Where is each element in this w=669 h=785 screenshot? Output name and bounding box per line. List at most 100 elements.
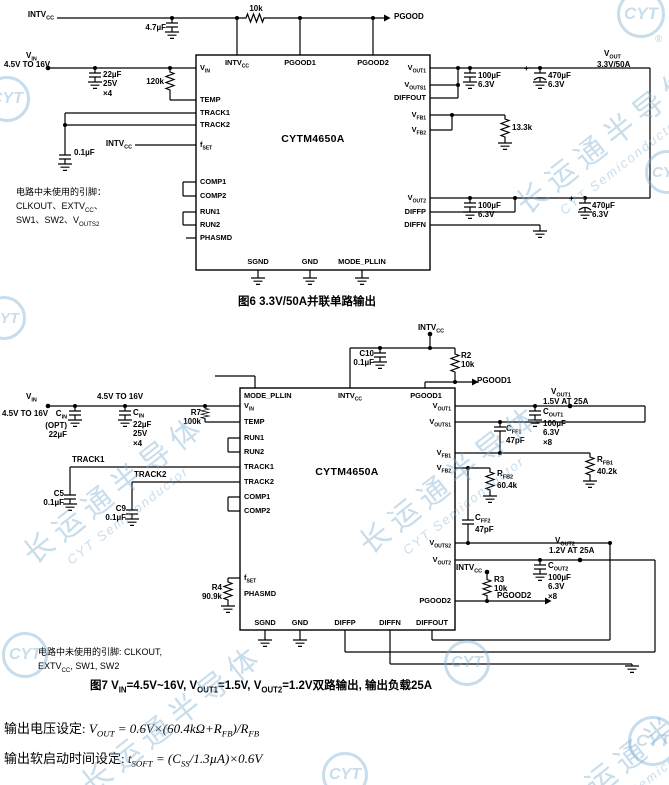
resistor-symbol — [500, 114, 510, 144]
resistor-symbol — [241, 13, 271, 23]
pin-vout1: VOUT1 — [407, 63, 426, 75]
pin-pgood2: PGOOD2 — [357, 58, 389, 67]
vout2-terminal-label: VOUT2 — [555, 536, 575, 548]
figure7-caption: 图7 VIN=4.5V~16V, VOUT1=1.5V, VOUT2=1.2V双… — [90, 680, 433, 695]
pin-pgood1: PGOOD1 — [410, 391, 442, 400]
pin-track1: TRACK1 — [244, 462, 274, 471]
pin-vout2: VOUT2 — [407, 193, 426, 205]
pin-vouts2: VOUTS2 — [429, 538, 451, 550]
resistor-symbol — [585, 452, 595, 482]
fig7-junction-dots — [45, 331, 612, 603]
vin-terminal-label: VIN — [26, 392, 37, 404]
vout-rating-label: 3.3V/50A — [597, 60, 631, 69]
vout-setting-formula: 输出电压设定: VOUT = 0.6V×(60.4kΩ+RFB)/RFB — [4, 718, 259, 739]
polarized-capacitor-symbol — [578, 197, 592, 213]
vout1-rating-label: 1.5V AT 25A — [543, 397, 589, 406]
pgood-terminal-label: PGOOD — [394, 12, 424, 21]
capacitor-symbol — [125, 504, 139, 520]
pin-fset: fSET — [200, 140, 213, 152]
pgood1-terminal-label: PGOOD1 — [477, 376, 512, 385]
pin-diffn: DIFFN — [379, 618, 401, 627]
intvcc-terminal-label: INTVCC — [417, 323, 445, 335]
figure6-caption: 图6 3.3V/50A并联单路输出 — [238, 296, 377, 308]
fig7-ic-body — [239, 387, 456, 631]
pin-comp2: COMP2 — [244, 506, 271, 515]
pin-track2: TRACK2 — [244, 477, 274, 486]
fig7-wires — [48, 334, 656, 666]
pin-run2: RUN2 — [200, 220, 221, 229]
pin-vin: VIN — [200, 63, 210, 75]
polarized-capacitor-symbol — [533, 67, 547, 83]
vin-range-label: 4.5V TO 16V — [2, 409, 49, 418]
capacitor-symbol — [461, 514, 475, 530]
pin-diffp: DIFFP — [334, 618, 356, 627]
pin-run1: RUN1 — [244, 433, 265, 442]
track2-net-label: TRACK2 — [134, 470, 167, 479]
vin-range-label: 4.5V TO 16V — [4, 60, 51, 69]
resistor-symbol — [482, 575, 492, 602]
net-label-intvcc: INTVCC — [27, 10, 54, 22]
pin-fset: fSET — [244, 573, 257, 585]
pin-comp1: COMP1 — [200, 177, 227, 186]
capacitor-symbol — [88, 67, 102, 83]
pin-phasmd: PHASMD — [244, 589, 277, 598]
vout1-terminal-label: VOUT1 — [551, 387, 571, 399]
ic-part-number: CYTM4650A — [281, 133, 345, 145]
capacitor-symbol — [533, 559, 547, 575]
capacitor-ref-value: CIN(OPT)22µF — [45, 409, 67, 440]
polarity-plus-sign: + — [524, 64, 529, 73]
capacitor-symbol — [463, 67, 477, 83]
capacitor-symbol — [118, 405, 132, 421]
pin-track2: TRACK2 — [200, 120, 230, 129]
formula-label: 输出电压设定: — [4, 721, 89, 736]
resistor-value: 120k — [146, 77, 164, 86]
pin-mode-pllin: MODE_PLLIN — [244, 391, 292, 400]
fig6-ground-symbols — [57, 31, 593, 285]
rail-range-label: 4.5V TO 16V — [97, 392, 144, 401]
pin-track1: TRACK1 — [200, 108, 230, 117]
pin-diffp: DIFFP — [404, 207, 426, 216]
pin-gnd: GND — [291, 618, 309, 627]
intvcc-terminal-label: INTVCC — [456, 563, 483, 575]
vout2-rating-label: 1.2V AT 25A — [549, 546, 595, 555]
capacitor-symbol — [68, 405, 82, 421]
pin-intvcc: INTVCC — [337, 391, 363, 403]
track1-net-label: TRACK1 — [72, 455, 105, 464]
resistor-symbol — [450, 349, 460, 379]
pin-vfb1: VFB1 — [436, 448, 451, 460]
pin-pgood1: PGOOD1 — [284, 58, 316, 67]
fig6-ic-body — [195, 54, 431, 271]
capacitor-symbol — [493, 421, 507, 437]
soft-start-formula: 输出软启动时间设定: tSOFT = (CSS/1.3µA)×0.6V — [4, 748, 262, 769]
fig6-junction-dots — [45, 16, 587, 200]
pin-vfb2: VFB2 — [436, 463, 451, 475]
polarity-plus-sign: + — [569, 194, 574, 203]
capacitor-value: 4.7µF — [145, 23, 166, 32]
capacitor-symbol — [528, 405, 542, 421]
pin-run1: RUN1 — [200, 207, 221, 216]
pin-sgnd: SGND — [247, 257, 269, 266]
pin-vouts1: VOUTS1 — [429, 417, 451, 429]
unused-pins-note: 电路中未使用的引脚：CLKOUT、EXTVCC、SW1、SW2、VOUTS2 — [16, 187, 107, 229]
pin-gnd: GND — [301, 257, 319, 266]
resistor-symbol — [485, 467, 495, 497]
pin-diffn: DIFFN — [404, 220, 426, 229]
pgood2-terminal-label: PGOOD2 — [497, 591, 532, 600]
